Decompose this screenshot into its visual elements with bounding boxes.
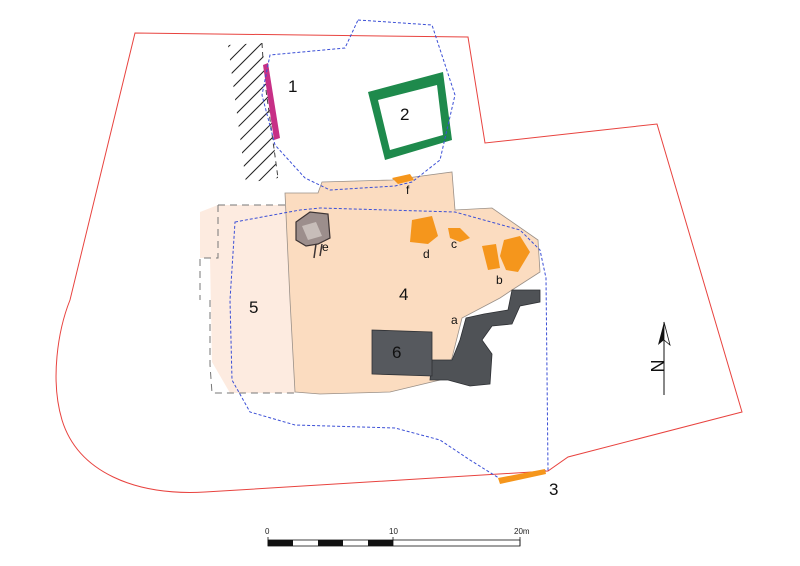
feature-b-large xyxy=(500,236,530,272)
area-label-5: 5 xyxy=(249,298,258,317)
feature-label-e: e xyxy=(322,240,329,254)
feature-b xyxy=(482,244,500,270)
scale-label-20m: 20m xyxy=(514,527,530,536)
site-boundary xyxy=(55,32,743,493)
area-5 xyxy=(200,205,295,393)
area-label-4: 4 xyxy=(399,285,408,304)
trench-outline-lower xyxy=(229,207,549,481)
dark-masonry-a xyxy=(429,289,541,387)
feature-label-d: d xyxy=(423,247,430,261)
feature-e xyxy=(295,211,331,259)
north-arrow-icon: N xyxy=(648,321,671,395)
feature-label-b: b xyxy=(496,273,503,287)
scale-bar: 0 10 20m xyxy=(265,527,530,547)
scale-label-0: 0 xyxy=(265,527,270,536)
area-1-wall xyxy=(263,63,280,140)
feature-f xyxy=(392,174,414,184)
area-5-dashed-edge xyxy=(199,204,295,394)
dark-masonry-6 xyxy=(371,329,433,377)
feature-label-a: a xyxy=(451,313,458,327)
feature-label-c: c xyxy=(451,237,457,251)
area-label-1: 1 xyxy=(288,77,297,96)
trench-outline xyxy=(261,19,456,191)
area-label-6: 6 xyxy=(392,343,401,362)
feature-d xyxy=(410,216,438,244)
feature-3 xyxy=(498,469,546,484)
area-label-2: 2 xyxy=(400,105,409,124)
area-label-3: 3 xyxy=(549,480,558,499)
area-2-wall xyxy=(368,72,452,160)
scale-label-10: 10 xyxy=(389,527,398,536)
north-label: N xyxy=(648,360,668,373)
hatched-area xyxy=(228,42,279,183)
feature-c xyxy=(448,228,470,242)
feature-label-f: f xyxy=(406,183,410,197)
